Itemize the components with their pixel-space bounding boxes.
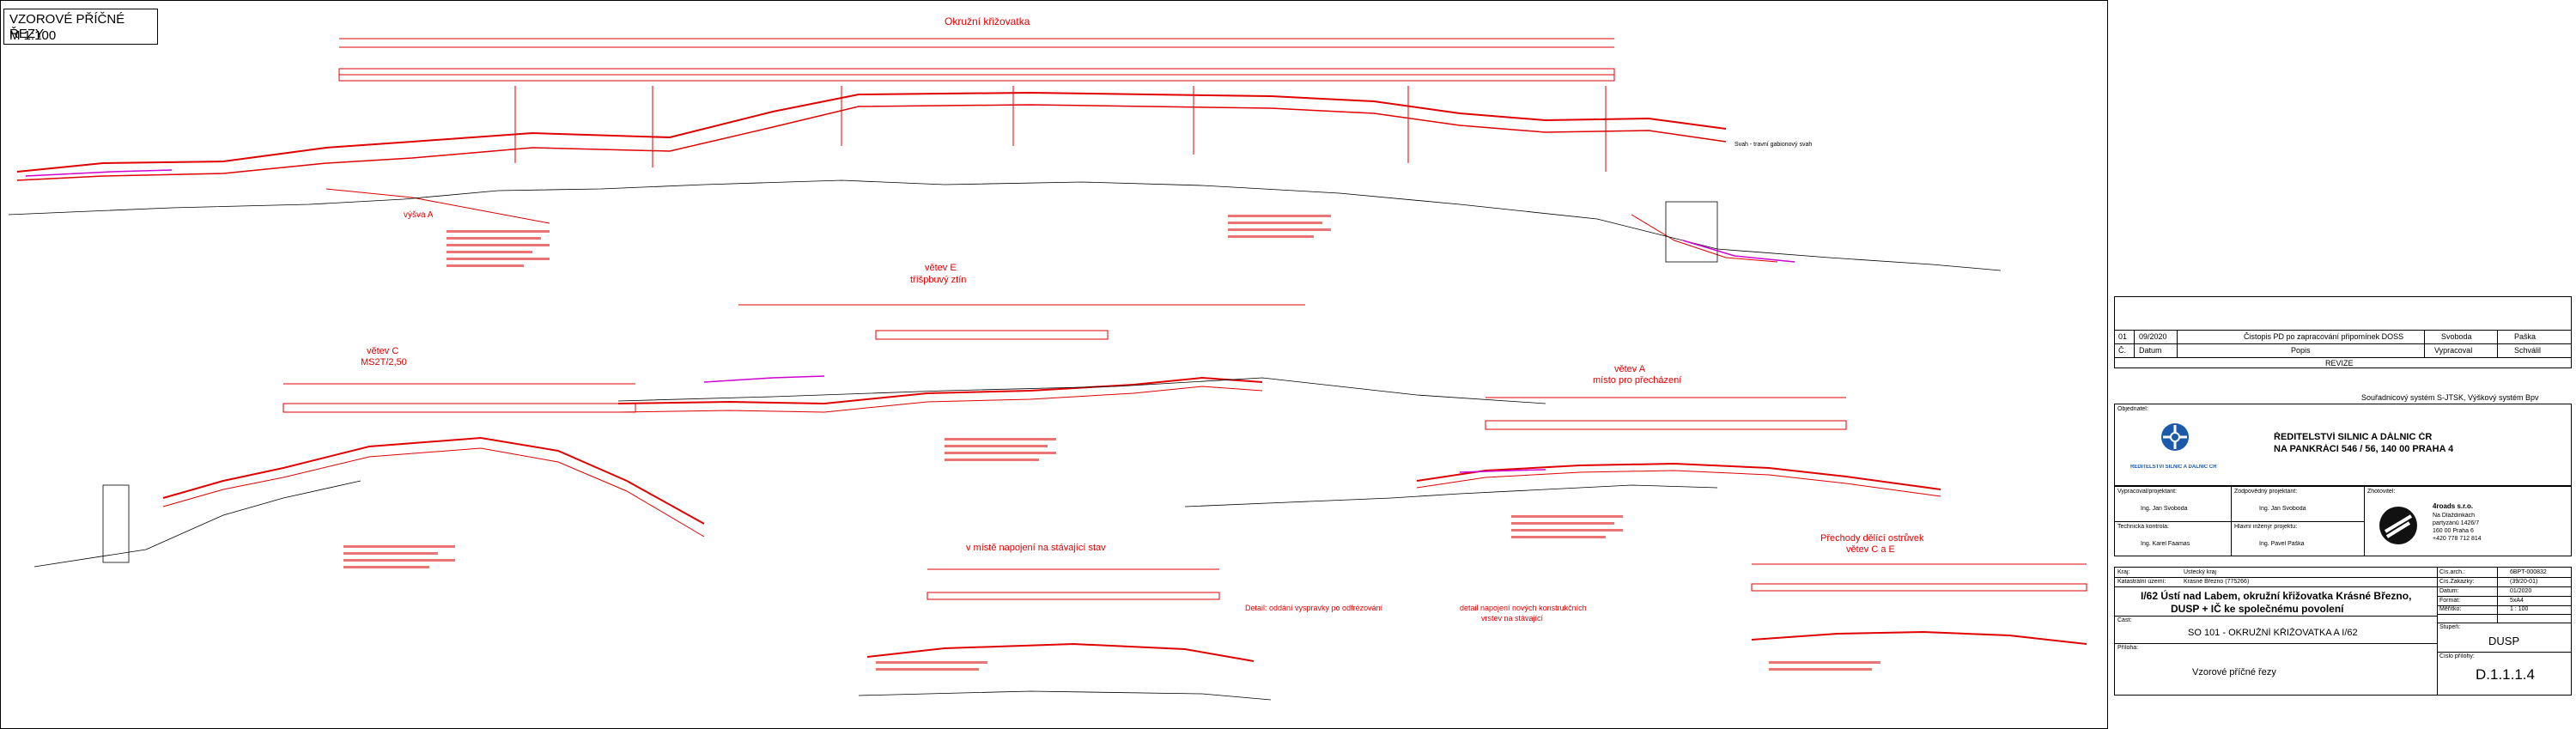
- stupen-caption: Stupeň:: [2439, 624, 2461, 630]
- cross-section-drawing: [8, 38, 2087, 701]
- label-vetev-e: větev E: [925, 263, 957, 273]
- cis-zak-caption: Čís.Zakázky:: [2439, 579, 2475, 585]
- rev-row1-desc: Čistopis PD po zapracování připomínek DO…: [2244, 332, 2404, 341]
- 4roads-logo-icon: [2379, 507, 2417, 544]
- rev-row2-chk: Schválil: [2514, 346, 2542, 355]
- rev-row2-by: Vypracoval: [2434, 346, 2473, 355]
- kraj-value: Ústecký kraj: [2184, 569, 2217, 575]
- zhot-line1: Na Dlaždinkách: [2433, 513, 2476, 519]
- rsd-logo-icon: [2161, 423, 2189, 451]
- rev-row1-date: 09/2020: [2139, 332, 2167, 341]
- client-name: ŘEDITELSTVÍ SILNIC A DÁLNIC ČR: [2274, 432, 2433, 442]
- priloha-caption: Příloha:: [2117, 645, 2139, 651]
- label-left: výšva A: [404, 210, 434, 220]
- label-prechod-1: Přechody dělící ostrůvek: [1820, 533, 1924, 544]
- info-block: Kraj: Ústecký kraj Katastrální území: Kr…: [2114, 567, 2572, 696]
- zhot-name: 4roads s.r.o.: [2433, 502, 2474, 510]
- rev-row2-desc: Popis: [2291, 346, 2311, 355]
- label-detail-2: detail napojení nových konstrukčních: [1460, 604, 1587, 612]
- label-misto-napojeni: v místě napojení na stávající stav: [966, 543, 1106, 553]
- label-vetev-e-sub: tříšpbuvý ztín: [910, 275, 967, 285]
- format-value: 5xA4: [2510, 598, 2524, 604]
- cis-zak-value: (39/20-01): [2510, 579, 2538, 585]
- cis-arch-caption: Čís.arch.:: [2439, 569, 2465, 575]
- label-detail-3: vrstev na stávající: [1481, 614, 1544, 623]
- rev-row1-by: Svoboda: [2441, 332, 2472, 341]
- label-vetev-a: větev A: [1614, 364, 1646, 374]
- meritko-value: 1 : 100: [2510, 606, 2529, 612]
- label-prechod-2: větev C a E: [1846, 544, 1895, 555]
- zhot-line3: 160 00 Praha 6: [2433, 528, 2474, 534]
- rev-row1-chk: Paška: [2514, 332, 2537, 341]
- datum-caption: Datum:: [2439, 588, 2459, 594]
- datum-value: 01/2020: [2510, 588, 2532, 594]
- sheet-scale: M 1:100: [9, 28, 57, 43]
- label-vetev-c-sub: MS2T/2,50: [361, 357, 407, 368]
- hip-caption: Hlavní inženýr projektu:: [2234, 524, 2298, 530]
- cislo-caption: Číslo přílohy:: [2439, 653, 2475, 659]
- kat-value: Krásné Březno (775266): [2184, 579, 2250, 585]
- sheet-title: VZOROVÉ PŘÍČNÉ ŘEZY: [9, 12, 125, 41]
- label-vetev-c: větev C: [367, 346, 399, 356]
- cislo-value: D.1.1.1.4: [2476, 666, 2535, 683]
- tech-caption: Technická kontrola:: [2117, 524, 2169, 530]
- vyprac-caption: Vypracoval/projektant:: [2117, 489, 2177, 495]
- zhot-line4: +420 778 712 814: [2433, 536, 2482, 542]
- rev-row2-date: Datum: [2139, 346, 2162, 355]
- akce-line1: I/62 Ústí nad Labem, okružní křižovatka …: [2141, 590, 2412, 602]
- revision-table: 01 09/2020 Čistopis PD po zapracování př…: [2114, 296, 2572, 368]
- label-detail-1: Detail: oddání vyspravky po odfrézování: [1245, 604, 1383, 612]
- hip-name: Ing. Pavel Paška: [2259, 541, 2305, 547]
- rev-row1-c: 01: [2118, 332, 2128, 341]
- client-block: Objednatel: ŘEDITELSTVÍ SILNIC A DÁLNIC …: [2114, 404, 2572, 486]
- people-block: Vypracoval/projektant: Ing. Jan Svoboda …: [2114, 486, 2572, 556]
- meritko-caption: Měřítko:: [2439, 606, 2462, 612]
- label-vetev-a-sub: místo pro přecházení: [1593, 375, 1682, 386]
- zhot-line2: partyzánů 1426/7: [2433, 520, 2480, 526]
- rev-row2-c: Č.: [2118, 346, 2126, 355]
- zodp-name: Ing. Jan Svoboda: [2259, 506, 2306, 512]
- revision-label: REVIZE: [2325, 359, 2354, 368]
- stupen-value: DUSP: [2488, 635, 2520, 647]
- cast-value: SO 101 - OKRUŽNÍ KŘIŽOVATKA A I/62: [2188, 628, 2358, 638]
- akce-line2: DUSP + IČ ke společnému povolení: [2171, 603, 2344, 615]
- kraj-caption: Kraj:: [2117, 569, 2130, 575]
- cast-caption: Část:: [2117, 617, 2132, 623]
- priloha-value: Vzorové příčné řezy: [2192, 667, 2276, 677]
- coord-system: Souřadnicový systém S-JTSK, Výškový syst…: [2361, 393, 2539, 402]
- zodp-caption: Zodpovědný projektant:: [2234, 489, 2298, 495]
- tech-name: Ing. Karel Faamas: [2141, 541, 2190, 547]
- client-logo-text: ŘEDITELSTVÍ SILNIC A DÁLNIC ČR: [2130, 465, 2217, 470]
- kat-caption: Katastrální území:: [2117, 579, 2166, 585]
- label-right: Svah - travní gabionový svah: [1735, 142, 1813, 148]
- sheet-title-box: VZOROVÉ PŘÍČNÉ ŘEZY M 1:100: [3, 9, 158, 45]
- client-caption: Objednatel:: [2117, 406, 2148, 412]
- format-caption: Formát:: [2439, 598, 2461, 604]
- zhotovitel-caption: Zhotovitel:: [2367, 489, 2396, 495]
- client-address: NA PANKRÁCI 546 / 56, 140 00 PRAHA 4: [2274, 444, 2454, 454]
- vyprac-name: Ing. Jan Svoboda: [2141, 506, 2188, 512]
- label-okruzni: Okružní křižovatka: [945, 15, 1030, 27]
- cis-arch-value: 6BPT-000832: [2510, 569, 2547, 575]
